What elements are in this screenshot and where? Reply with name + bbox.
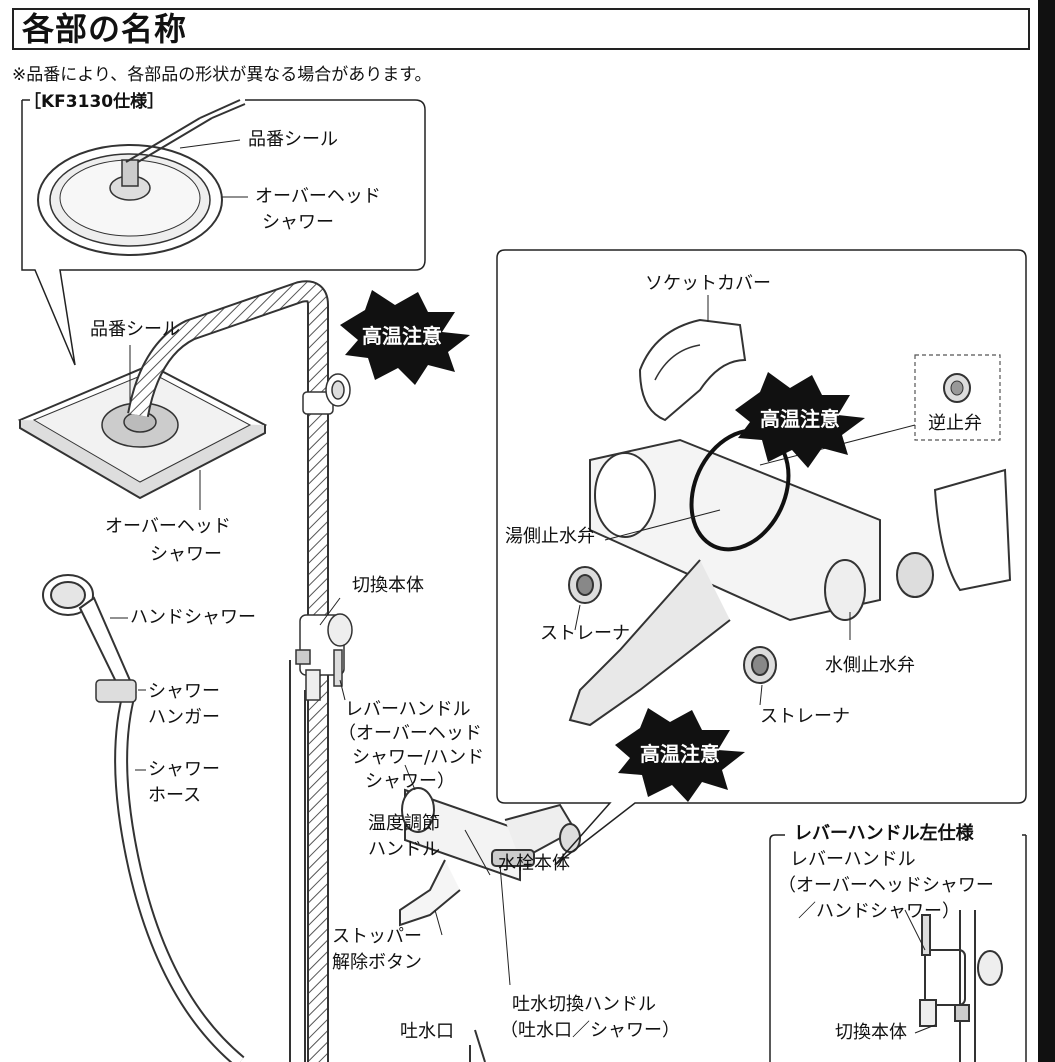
socket-cover-icon	[638, 318, 747, 422]
kf3130-callout	[21, 99, 426, 366]
check-valve-label: 逆止弁	[928, 413, 982, 434]
caution-label-main: 高温注意	[362, 324, 442, 348]
edge-bar	[1038, 0, 1055, 1062]
hot-stop-valve-label: 湯側止水弁	[505, 526, 595, 547]
temp-handle-label-2: ハンドル	[368, 839, 440, 860]
faucet-body-icon	[399, 787, 581, 927]
temp-handle-label-1: 温度調節	[368, 813, 440, 834]
left-spec-lever-label-3: ／ハンドシャワー）	[798, 901, 960, 922]
switch-body-label: 切換本体	[352, 575, 424, 596]
detail-faucet-icon	[568, 438, 1012, 727]
serial-seal-label: 品番シール	[90, 319, 180, 340]
title-box: 各部の名称	[12, 8, 1030, 50]
lever-label-4: シャワー）	[365, 771, 455, 792]
detail-callout	[496, 249, 1027, 866]
lever-label-1: レバーハンドル	[345, 699, 471, 720]
left-spec-callout	[769, 834, 1027, 1062]
wall-bracket-icon	[302, 373, 351, 415]
caution-burst-detail-bottom	[615, 708, 745, 802]
left-spec-lever-label-2: （オーバーヘッドシャワー	[778, 875, 994, 896]
check-valve-box	[914, 354, 1001, 441]
hanger-label-2: ハンガー	[148, 707, 220, 728]
left-spec-switch-icon	[919, 910, 1003, 1062]
faucet-body-label: 水栓本体	[498, 853, 570, 874]
overhead-label-1: オーバーヘッド	[105, 516, 231, 537]
hose-label-1: シャワー	[148, 759, 220, 780]
stopper-label-2: 解除ボタン	[332, 952, 422, 973]
strainer-label-2: ストレーナ	[760, 706, 850, 727]
spout-switch-label-1: 吐水切換ハンドル	[512, 994, 656, 1015]
caution-burst-main	[340, 290, 470, 385]
overhead-label-2: シャワー	[150, 544, 222, 565]
left-spec-title: レバーハンドル左仕様	[790, 822, 978, 846]
left-spec-switch-label: 切換本体	[835, 1022, 907, 1043]
page-title: 各部の名称	[22, 10, 188, 48]
left-spec-lever-label-1: レバーハンドル	[790, 849, 916, 870]
spout-switch-label-2: （吐水口／シャワー）	[500, 1020, 680, 1041]
kf3130-overhead-label-1: オーバーヘッド	[255, 186, 381, 207]
hose-label-2: ホース	[148, 785, 202, 806]
strainer-icon-2	[743, 646, 777, 684]
lever-label-3: シャワー/ハンド	[352, 747, 485, 768]
kf3130-serial-seal-label: 品番シール	[248, 129, 338, 150]
caution-burst-detail-top	[735, 372, 865, 468]
stopper-label-1: ストッパー	[332, 926, 422, 947]
socket-cover-label: ソケットカバー	[645, 273, 771, 294]
kf3130-overhead-label-2: シャワー	[262, 212, 334, 233]
hand-shower-label: ハンドシャワー	[130, 607, 256, 628]
hand-shower-icon	[42, 574, 134, 692]
caution-label-detail-top: 高温注意	[760, 407, 840, 431]
round-overhead-shower-icon	[37, 99, 246, 256]
spout-label: 吐水口	[400, 1021, 454, 1042]
shower-hanger-icon	[95, 679, 137, 703]
cold-stop-valve-label: 水側止水弁	[825, 655, 915, 676]
square-overhead-shower-icon	[17, 363, 268, 500]
switch-body-icon	[295, 613, 353, 701]
caution-label-detail-bottom: 高温注意	[640, 742, 720, 766]
kf3130-spec-label: ［KF3130仕様］	[24, 92, 165, 112]
strainer-label-1: ストレーナ	[540, 623, 630, 644]
note-text: ※品番により、各部品の形状が異なる場合があります。	[12, 65, 432, 85]
lever-label-2: （オーバーヘッド	[338, 723, 482, 744]
strainer-icon-1	[568, 566, 602, 604]
hanger-label-1: シャワー	[148, 681, 220, 702]
